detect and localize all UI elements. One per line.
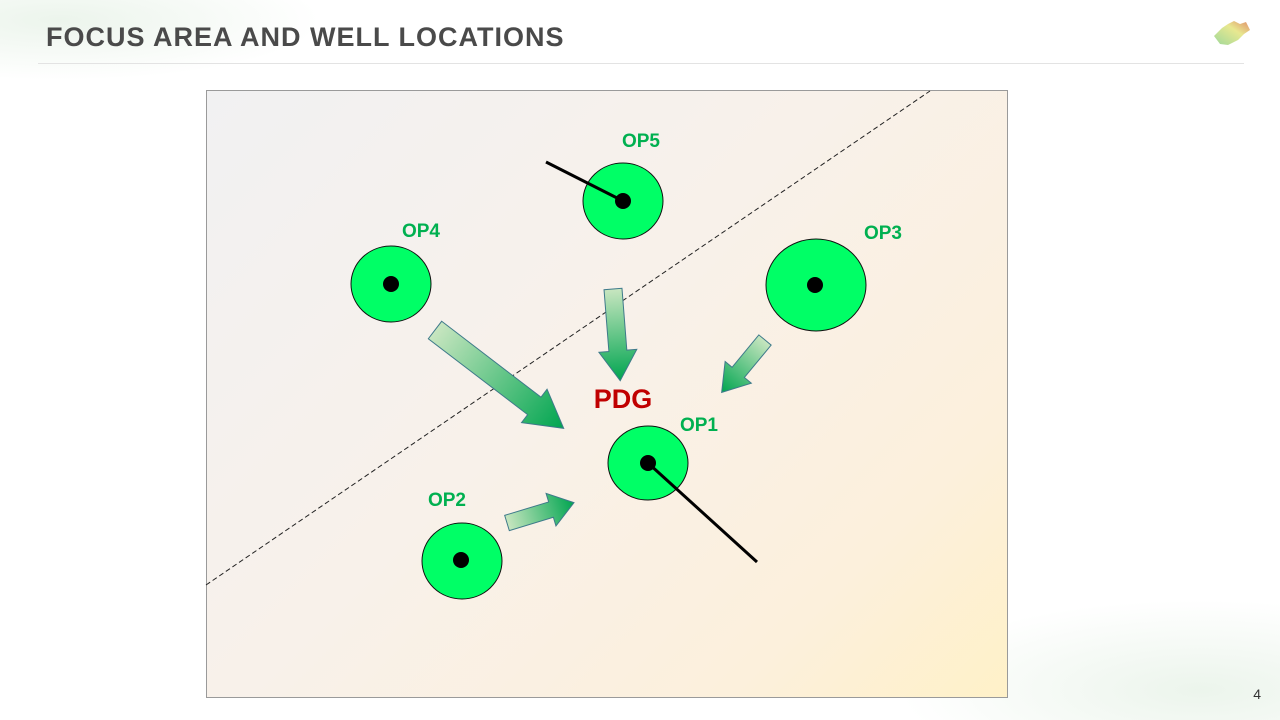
title-divider — [38, 63, 1244, 64]
well-label: OP4 — [402, 221, 440, 242]
page-number: 4 — [1253, 686, 1261, 702]
well-label: OP5 — [622, 131, 660, 152]
company-logo-icon — [1214, 21, 1250, 45]
fault-line — [205, 90, 931, 586]
well-trajectory — [545, 160, 624, 203]
well-op4[interactable]: OP4 — [350, 221, 440, 323]
well-label: OP3 — [864, 223, 902, 244]
pdg-label: PDG — [594, 384, 653, 414]
well-op5[interactable]: OP5 — [545, 131, 664, 240]
arrow-op3-to-pdg — [721, 334, 772, 394]
well-op2[interactable]: OP2 — [421, 490, 503, 600]
well-label: OP1 — [680, 415, 718, 436]
arrow-op2-to-pdg — [504, 492, 575, 532]
well-op1[interactable]: OP1 — [607, 415, 759, 564]
well-label: OP2 — [428, 490, 466, 511]
slide-title: FOCUS AREA AND WELL LOCATIONS — [46, 22, 565, 52]
well-op3[interactable]: OP3 — [765, 223, 902, 332]
arrow-op5-to-pdg — [597, 287, 638, 382]
well-trajectory — [646, 461, 759, 564]
arrow-op4-to-pdg — [427, 320, 565, 430]
